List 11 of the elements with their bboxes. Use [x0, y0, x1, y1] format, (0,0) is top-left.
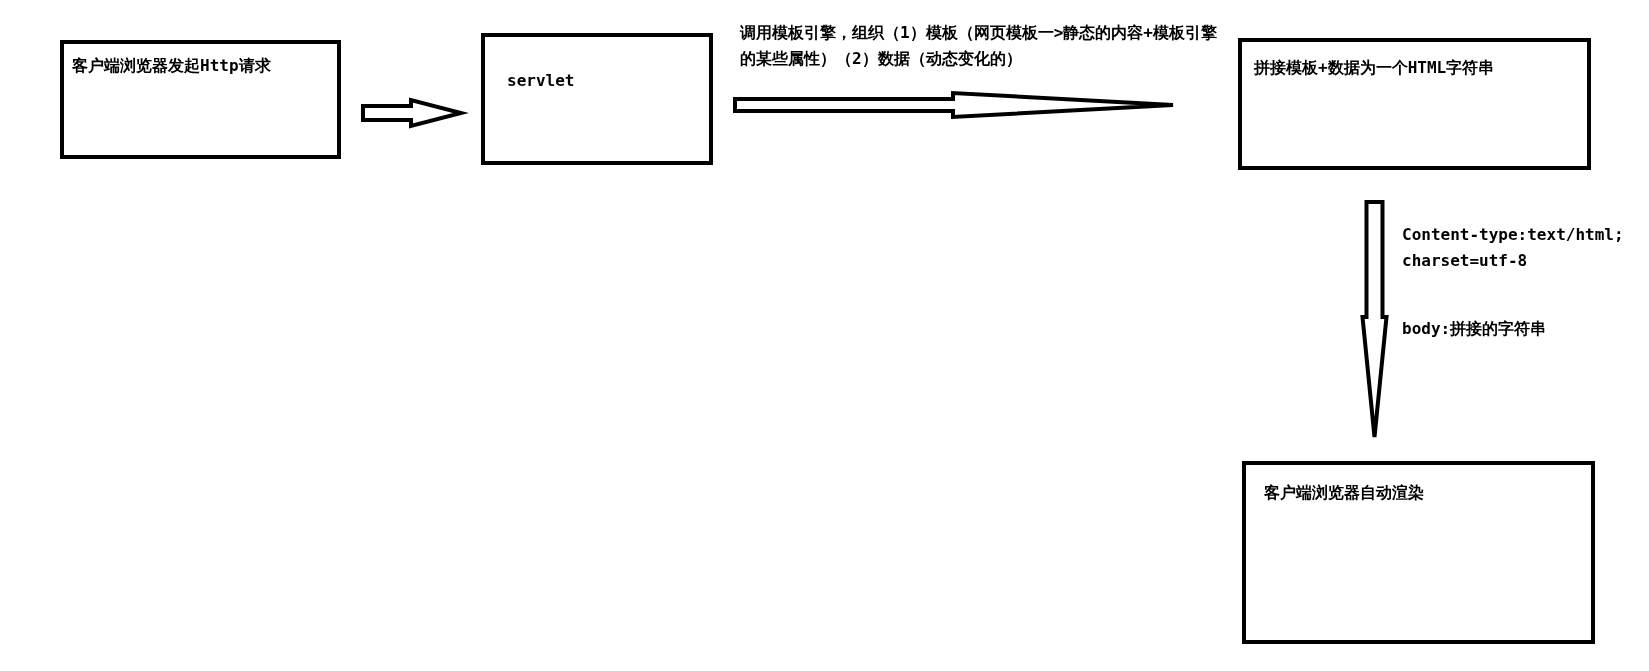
box-text: 拼接模板+数据为一个HTML字符串 — [1254, 58, 1495, 79]
box-text: 客户端浏览器自动渲染 — [1264, 483, 1424, 504]
process-box — [481, 33, 713, 165]
block-arrow — [733, 90, 1175, 120]
block-arrow — [1360, 200, 1389, 439]
process-box — [1242, 461, 1595, 644]
box-text: servlet — [507, 71, 575, 90]
process-box — [60, 40, 341, 159]
process-box — [1238, 38, 1591, 170]
block-arrow — [361, 97, 469, 129]
box-text: 客户端浏览器发起Http请求 — [72, 56, 271, 77]
